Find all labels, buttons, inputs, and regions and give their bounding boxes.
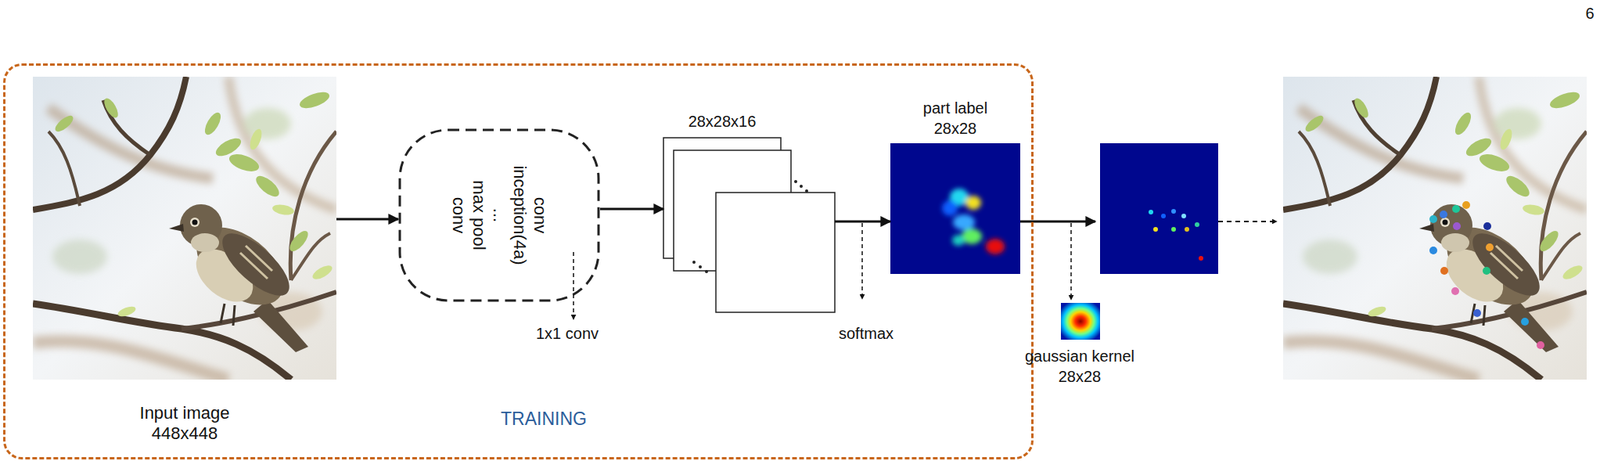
layer-name: inception(4a)	[509, 165, 530, 265]
annotation: 1x1 conv	[535, 323, 599, 344]
network-block: convinception(4a)...max poolconv	[398, 128, 601, 303]
flow-arrows	[573, 221, 1277, 320]
layer-list: convinception(4a)...max poolconv	[448, 165, 551, 265]
part-label-heatmap	[890, 143, 1021, 274]
stadium-outline	[399, 129, 599, 301]
annotation: softmax	[838, 323, 894, 344]
layer-name: ...	[488, 165, 510, 265]
flow-arrow	[834, 220, 891, 223]
output-bird-image	[1283, 76, 1587, 380]
page-number: 6	[1585, 3, 1594, 24]
input-image: Input image 448x448	[32, 76, 337, 380]
layer-name: max pool	[468, 165, 489, 265]
feature-maps: 28x28x16	[663, 137, 835, 313]
layer-name: conv	[448, 165, 469, 265]
part-label-map: part label 28x28	[890, 143, 1021, 274]
annotation: gaussian kernel 28x28	[1005, 345, 1155, 387]
node-label: TRAINING	[500, 408, 587, 429]
gaussian-kernel-image	[1060, 302, 1101, 340]
smoothed-heatmap	[1100, 143, 1219, 274]
flow-arrow	[600, 208, 664, 211]
node-label: 28x28x16	[688, 111, 757, 132]
node-label: part label 28x28	[900, 97, 1011, 139]
node-label: Input image 448x448	[114, 402, 256, 444]
predicted-keypoints	[1429, 201, 1545, 349]
input-bird-image	[32, 76, 337, 380]
feature-map-stack	[663, 137, 835, 313]
flow-arrow	[336, 218, 399, 221]
layer-name: conv	[529, 165, 551, 265]
training-region: Input image 448x448convinception(4a)...m…	[3, 63, 1034, 460]
stack-dots	[692, 179, 809, 274]
